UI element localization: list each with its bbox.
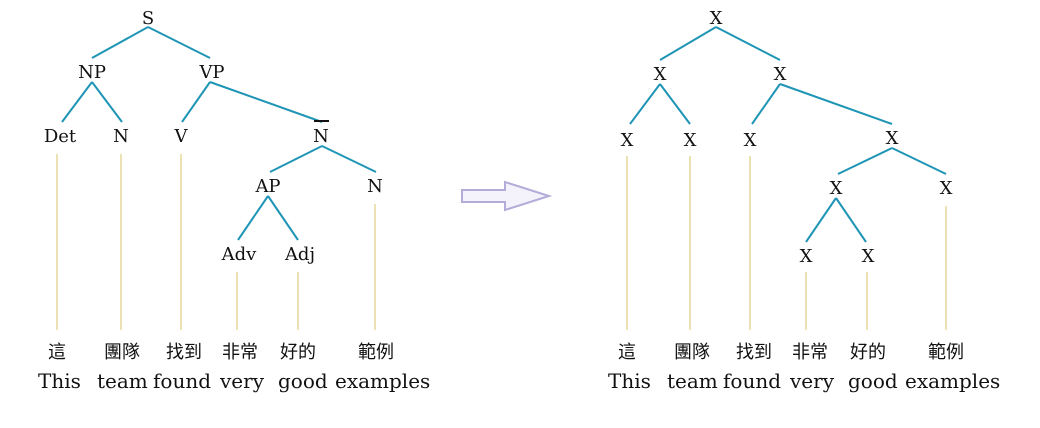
edge-nbar-n xyxy=(321,145,377,173)
node-x-n1: X xyxy=(684,130,697,151)
edge-r7-r10 xyxy=(835,197,867,243)
node-v: V xyxy=(174,126,189,147)
left-tree-stems xyxy=(56,154,376,330)
edge-r1-r4 xyxy=(659,83,691,125)
node-adj: Adj xyxy=(284,244,315,265)
node-x-n2: X xyxy=(940,178,953,199)
right-arrow-icon xyxy=(461,180,553,212)
edge-ap-adj xyxy=(267,195,299,241)
node-np: NP xyxy=(78,62,106,83)
right-tree-branches xyxy=(629,26,947,243)
right-word-zh-2: 團隊 xyxy=(674,342,710,363)
node-x-ap: X xyxy=(830,178,843,199)
node-x-left: X xyxy=(654,64,667,85)
node-n2: N xyxy=(367,176,383,197)
edge-r2-r6 xyxy=(779,83,893,125)
edge-s-vp xyxy=(147,26,211,59)
edge-nbar-ap xyxy=(269,145,323,173)
right-word-zh-6: 範例 xyxy=(928,342,964,363)
node-adv: Adv xyxy=(221,244,258,265)
left-word-zh-4: 非常 xyxy=(222,342,258,363)
edge-r6-r8 xyxy=(891,147,947,175)
edge-r0-r2 xyxy=(715,26,781,61)
left-word-en-6: examples xyxy=(335,369,430,393)
node-x-adj: X xyxy=(862,246,875,267)
right-word-zh-5: 好的 xyxy=(850,342,886,363)
left-word-en-2: team xyxy=(97,369,148,393)
edge-ap-adv xyxy=(237,195,269,241)
node-x-v: X xyxy=(744,130,757,151)
left-word-en-4: very xyxy=(219,369,265,393)
right-word-zh-4: 非常 xyxy=(792,342,828,363)
node-x-det: X xyxy=(621,130,634,151)
edge-np-det xyxy=(61,81,93,123)
left-word-en-1: This xyxy=(38,369,81,393)
right-tree-stems xyxy=(626,156,947,330)
right-word-zh-1: 這 xyxy=(618,342,636,363)
edge-r1-r3 xyxy=(629,83,661,125)
right-word-en-3: found xyxy=(723,369,781,393)
node-x-nbar: X xyxy=(886,128,899,149)
edge-r2-r5 xyxy=(751,83,781,125)
right-word-en-4: very xyxy=(789,369,835,393)
left-word-zh-6: 範例 xyxy=(358,342,394,363)
left-word-zh-2: 團隊 xyxy=(104,342,140,363)
left-parse-tree: S NP VP Det N V N AP N Adv Adj 這 團隊 找到 非… xyxy=(38,8,430,393)
node-nbar: N xyxy=(313,126,329,147)
node-n1: N xyxy=(113,126,129,147)
left-word-zh-5: 好的 xyxy=(280,342,316,363)
left-word-en-5: good xyxy=(278,369,328,393)
node-x-right: X xyxy=(774,64,787,85)
right-parse-tree: X X X X X X X X X X X 這 團隊 找到 非常 好的 範例 T… xyxy=(608,8,1000,393)
edge-vp-v xyxy=(181,81,211,123)
right-word-en-5: good xyxy=(848,369,898,393)
node-x-adv: X xyxy=(800,246,813,267)
right-word-en-1: This xyxy=(608,369,651,393)
edge-vp-nbar xyxy=(209,81,323,123)
left-tree-branches xyxy=(61,26,377,241)
right-word-en-2: team xyxy=(667,369,718,393)
node-s: S xyxy=(142,8,154,29)
node-det: Det xyxy=(44,126,77,147)
left-word-zh-1: 這 xyxy=(48,342,66,363)
right-word-en-6: examples xyxy=(905,369,1000,393)
edge-r6-r7 xyxy=(837,147,893,175)
left-word-en-3: found xyxy=(153,369,211,393)
edge-r7-r9 xyxy=(805,197,837,243)
node-ap: AP xyxy=(254,176,280,197)
node-x-root: X xyxy=(710,8,723,29)
edge-r0-r1 xyxy=(659,26,717,61)
right-word-zh-3: 找到 xyxy=(736,342,772,363)
node-vp: VP xyxy=(198,62,224,83)
left-word-zh-3: 找到 xyxy=(166,342,202,363)
edge-np-n xyxy=(91,81,123,123)
edge-s-np xyxy=(91,26,149,59)
